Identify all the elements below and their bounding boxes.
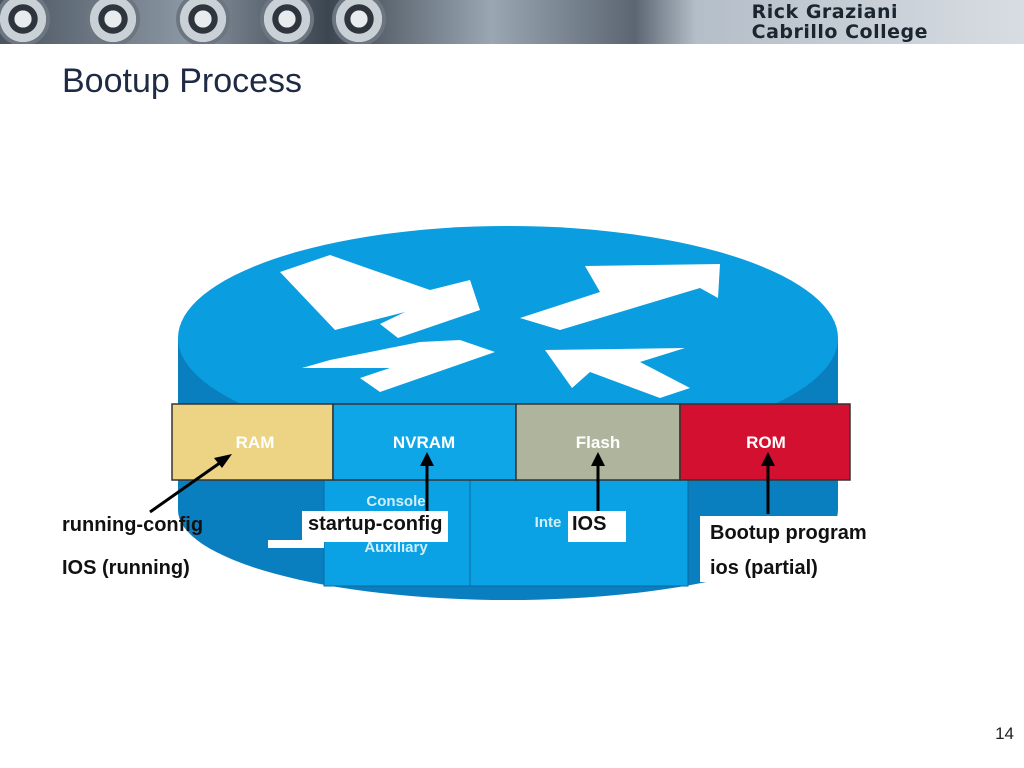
arrow-icon <box>302 340 495 392</box>
header-banner: Rick Graziani Cabrillo College <box>0 0 1024 44</box>
cable-image <box>176 0 230 44</box>
rom-block <box>679 403 851 481</box>
arrowhead-icon <box>591 452 605 466</box>
arrowhead-icon <box>420 452 434 466</box>
author-name: Rick Graziani <box>751 1 899 23</box>
bootup-program-label: Bootup program <box>710 522 867 544</box>
nvram-label: NVRAM <box>393 433 455 452</box>
arrow-icon <box>280 255 480 338</box>
page-number: 14 <box>995 724 1014 743</box>
slide-title: Bootup Process <box>62 62 303 100</box>
cable-image <box>332 0 386 44</box>
running-config-label: running-config <box>62 514 204 536</box>
console-port-label: Console <box>366 493 425 510</box>
ios-running-label: IOS (running) <box>62 557 190 579</box>
ios-flash-label: IOS <box>568 511 627 542</box>
arrow-icon <box>545 348 690 398</box>
interfaces-label: Inte <box>535 514 562 531</box>
cable-image <box>260 0 314 44</box>
rom-label: ROM <box>746 433 786 452</box>
college-name: Cabrillo College <box>751 21 928 43</box>
auxiliary-port-label: Auxiliary <box>364 539 428 556</box>
cable-image <box>0 0 50 44</box>
label-background <box>268 540 324 548</box>
arrowhead-icon <box>214 454 232 468</box>
label-background <box>700 516 872 582</box>
startup-config-label: startup-config <box>302 511 449 542</box>
ios-partial-label: ios (partial) <box>710 557 818 579</box>
arrowhead-icon <box>761 452 775 466</box>
router-arrows <box>280 255 720 398</box>
ram-block <box>171 403 334 481</box>
arrow-icon <box>520 264 720 330</box>
author-info: Rick Graziani Cabrillo College <box>752 2 928 42</box>
ram-label: RAM <box>236 433 275 452</box>
ram-pointer <box>149 458 225 514</box>
cable-image <box>86 0 140 44</box>
flash-label: Flash <box>576 433 620 452</box>
